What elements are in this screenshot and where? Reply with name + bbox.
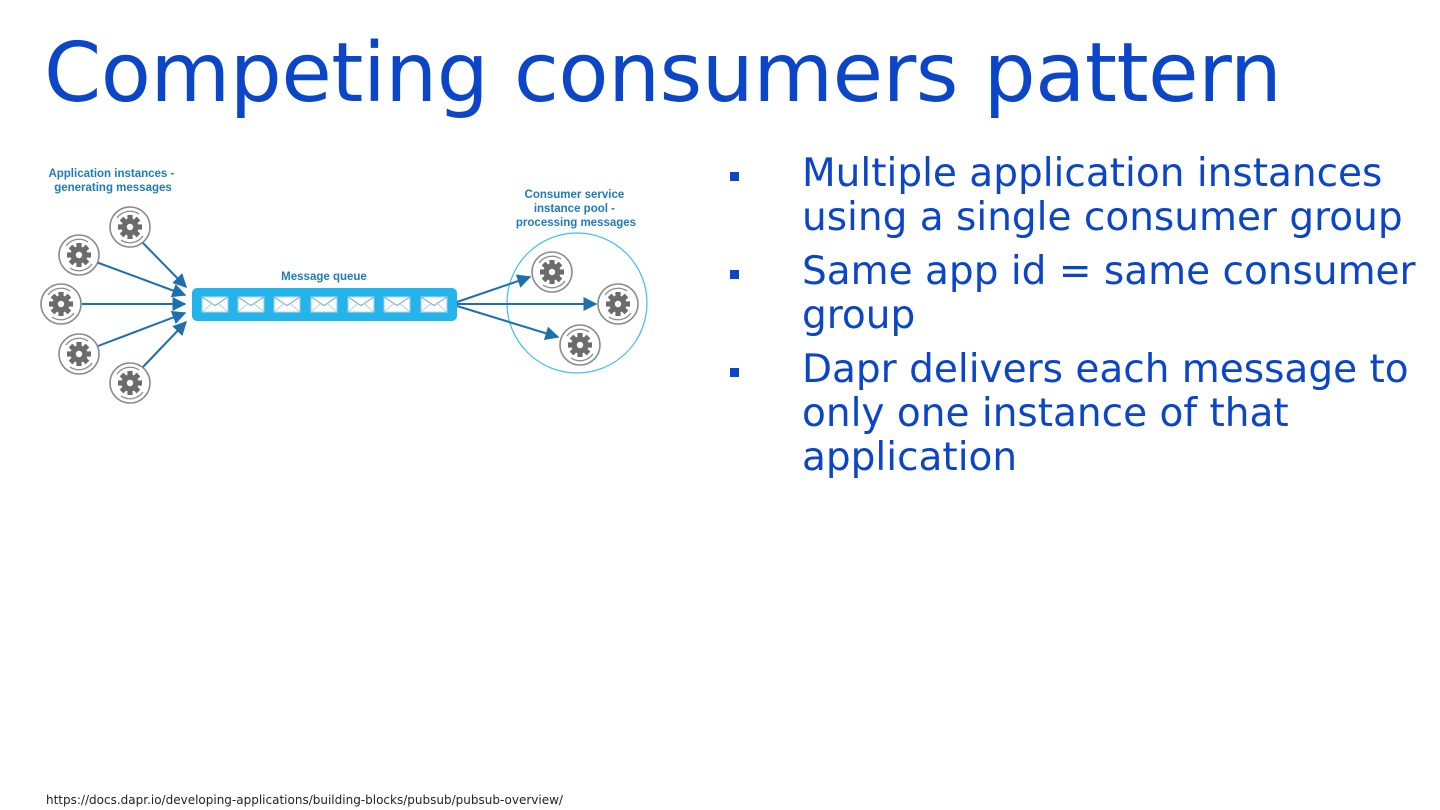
gear-icon [109, 206, 151, 248]
message-envelope-icon [201, 296, 229, 313]
gear-icon [109, 362, 151, 404]
bullet-item: Multiple application instances using a s… [730, 152, 1430, 240]
producer-arrow [139, 239, 187, 289]
gear-icon [531, 251, 573, 293]
message-envelope-icon [383, 296, 411, 313]
message-envelope-icon [310, 296, 338, 313]
gear-icon [40, 283, 82, 325]
bullet-text: Same app id = same consumer group [802, 249, 1416, 338]
producer-arrow [95, 261, 187, 298]
message-queue [192, 288, 457, 321]
bullet-item: Dapr delivers each message to only one i… [730, 348, 1430, 480]
consumer-arrows [456, 274, 598, 340]
gear-icon [58, 234, 100, 276]
gear-icon [559, 324, 601, 366]
producer-arrow [97, 310, 187, 347]
bullet-marker-icon [730, 270, 739, 279]
consumer-instances [531, 251, 639, 366]
bullet-item: Same app id = same consumer group [730, 250, 1430, 338]
consumer-arrow [456, 305, 560, 340]
consumers-label: Consumer service instance pool - process… [516, 189, 636, 229]
message-envelope-icon [347, 296, 375, 313]
gear-icon [597, 283, 639, 325]
bullet-marker-icon [730, 368, 739, 377]
message-envelope-icon [237, 296, 265, 313]
message-queue-label: Message queue [281, 271, 367, 283]
gear-icon [58, 333, 100, 375]
bullet-text: Multiple application instances using a s… [802, 151, 1403, 240]
message-envelope-icon [420, 296, 448, 313]
slide-title: Competing consumers pattern [44, 26, 1282, 121]
message-envelope-icon [273, 296, 301, 313]
producers-label: Application instances - generating messa… [48, 168, 177, 194]
producer-arrows [82, 239, 187, 369]
competing-consumers-diagram: Application instances - generating messa… [40, 168, 648, 404]
producer-arrow [141, 320, 187, 369]
bullet-marker-icon [730, 172, 739, 181]
bullet-text: Dapr delivers each message to only one i… [802, 347, 1409, 480]
source-url-link[interactable]: https://docs.dapr.io/developing-applicat… [46, 793, 563, 807]
bullet-list: Multiple application instances using a s… [730, 152, 1430, 490]
consumer-arrow [456, 274, 532, 303]
